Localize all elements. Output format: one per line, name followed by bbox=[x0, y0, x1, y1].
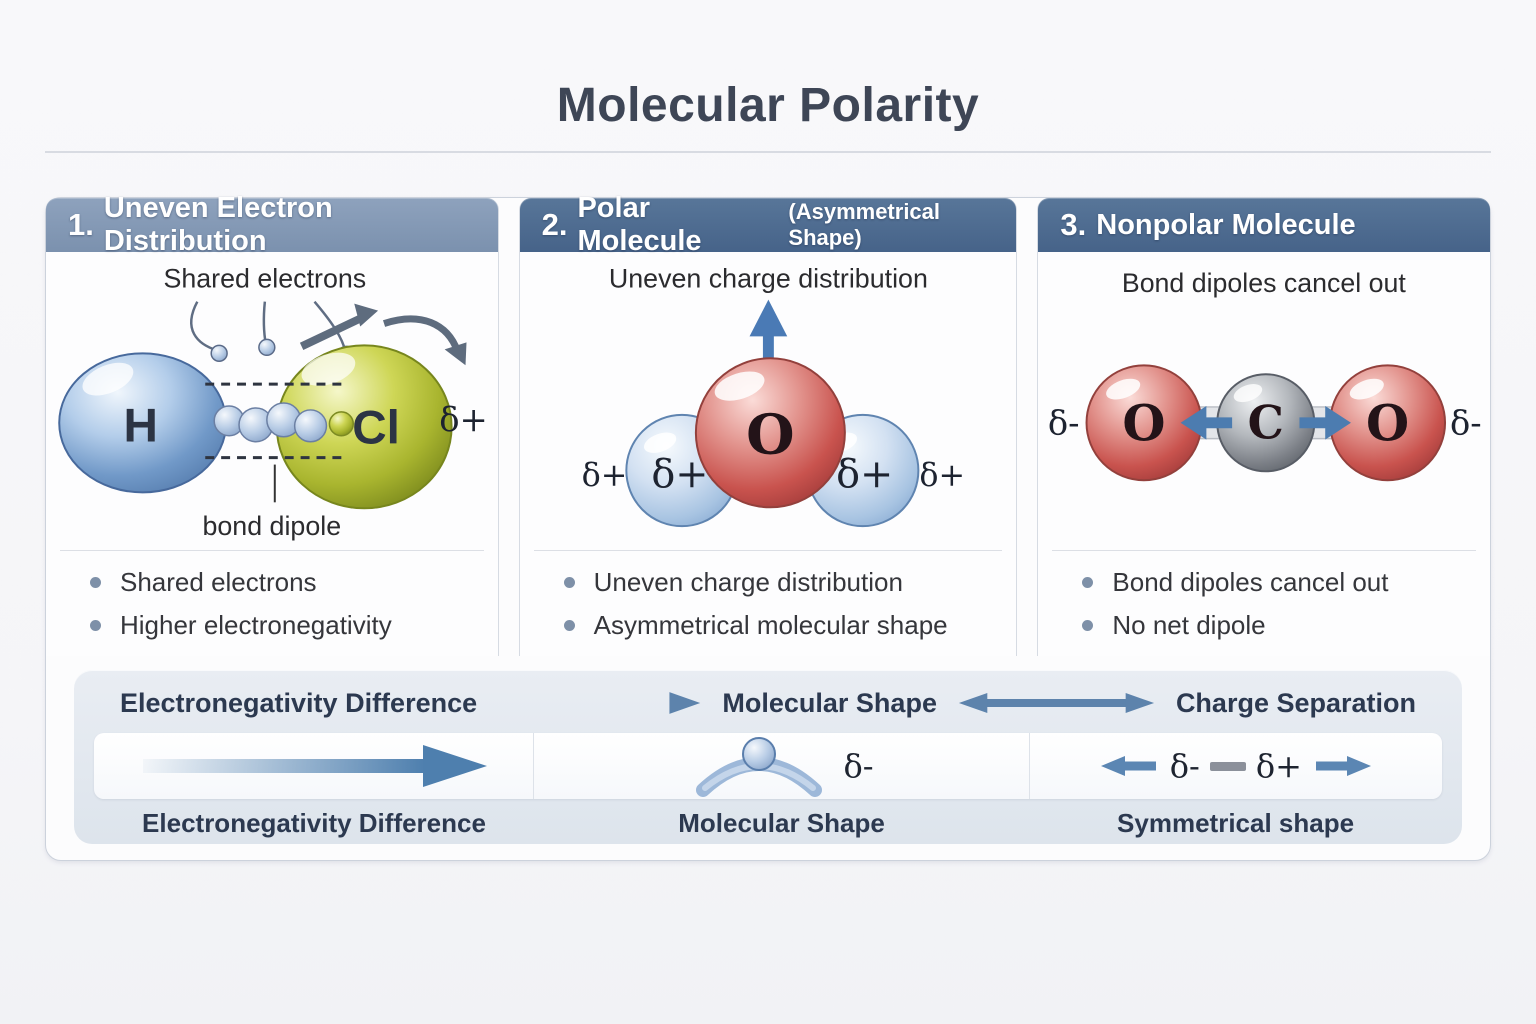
title-divider bbox=[45, 151, 1491, 153]
flow-label-electronegativity: Electronegativity Difference bbox=[120, 687, 478, 718]
charge-separation-cell: δ- δ+ bbox=[1028, 733, 1442, 799]
panel-columns: 1. Uneven Electron Distribution Shared e… bbox=[46, 192, 1490, 656]
sphere-highlight bbox=[301, 352, 356, 386]
delta-plus-outer-right: δ+ bbox=[919, 457, 965, 493]
flow-bottom-row: Electronegativity Difference Molecular S… bbox=[94, 808, 1442, 839]
delta-plus-label: δ+ bbox=[439, 400, 488, 439]
bullet-item: Shared electrons bbox=[90, 567, 488, 598]
panel-2-header: 2. Polar Molecule (Asymmetrical Shape) bbox=[519, 192, 1017, 257]
bent-shape-cell: δ- bbox=[533, 733, 1028, 799]
electron-dot bbox=[210, 344, 228, 363]
panel-2-number: 2. bbox=[541, 207, 568, 242]
panel-1-title: Uneven Electron Distribution bbox=[103, 192, 333, 257]
bullet-item: Asymmetrical molecular shape bbox=[563, 610, 1007, 641]
bullet-item: No net dipole bbox=[1082, 610, 1480, 641]
panel-1-bullets: Shared electrons Higher electronegativit… bbox=[46, 551, 498, 641]
bullet-item: Bond dipoles cancel out bbox=[1082, 567, 1480, 598]
chlorine-electron-sphere bbox=[328, 411, 355, 437]
sphere-highlight bbox=[82, 362, 134, 396]
pointer-line bbox=[190, 301, 218, 352]
sphere-highlight bbox=[1350, 378, 1385, 400]
flow-illustration-strip: δ- δ- δ+ bbox=[94, 733, 1442, 799]
gradient-arrow-icon bbox=[142, 745, 487, 787]
panel-3-number: 3. bbox=[1060, 207, 1087, 242]
left-arrow-icon bbox=[1100, 756, 1156, 776]
bullet-item: Higher electronegativity bbox=[90, 610, 488, 641]
uneven-charge-label: Uneven charge distribution bbox=[609, 264, 928, 294]
flow-top-row: Electronegativity Difference Molecular S… bbox=[94, 681, 1442, 725]
main-figure-card: 1. Uneven Electron Distribution Shared e… bbox=[45, 192, 1491, 861]
sphere-highlight bbox=[714, 371, 765, 401]
bond-dipole-label: bond dipole bbox=[202, 511, 341, 541]
shift-arrow-head bbox=[354, 303, 379, 327]
chlorine-symbol: Cl bbox=[352, 402, 400, 455]
panel-1-number: 1. bbox=[68, 207, 94, 242]
panel-3-header: 3. Nonpolar Molecule bbox=[1038, 198, 1490, 252]
oxygen-symbol: O bbox=[746, 403, 794, 468]
carbon-symbol: C bbox=[1248, 396, 1284, 450]
sphere-highlight bbox=[643, 432, 676, 453]
pointer-line bbox=[262, 301, 268, 345]
caption-molecular-shape: Molecular Shape bbox=[678, 808, 885, 838]
delta-plus-outer-left: δ+ bbox=[581, 457, 627, 493]
hcl-molecule-diagram: Shared electrons bbox=[46, 252, 498, 550]
co2-molecule-diagram: Bond dipoles cancel out O C O δ- bbox=[1038, 252, 1490, 550]
panel-3-bullets: Bond dipoles cancel out No net dipole bbox=[1038, 551, 1490, 641]
electron-dot bbox=[258, 338, 276, 357]
delta-plus-inner-right: δ+ bbox=[836, 451, 893, 497]
panel-1-header: 1. Uneven Electron Distribution bbox=[46, 192, 498, 257]
dipoles-cancel-label: Bond dipoles cancel out bbox=[1122, 268, 1406, 298]
shared-electrons-label: Shared electrons bbox=[163, 264, 366, 294]
panel-2-bullets: Uneven charge distribution Asymmetrical … bbox=[520, 551, 1017, 641]
shift-arrow-shaft bbox=[299, 314, 362, 350]
dipole-arrow-left-head bbox=[1181, 405, 1207, 440]
caption-symmetrical-shape: Symmetrical shape bbox=[1117, 808, 1355, 838]
dipole-arrow-right-head bbox=[1325, 405, 1352, 440]
net-dipole-arrow-head bbox=[749, 299, 787, 337]
sphere-highlight bbox=[1106, 378, 1141, 400]
bent-molecule-icon bbox=[696, 737, 823, 797]
right-arrow-icon bbox=[1315, 756, 1371, 776]
panel-divider bbox=[1052, 550, 1476, 551]
shared-electron-sphere bbox=[293, 409, 328, 443]
page-title: Molecular Polarity bbox=[556, 79, 980, 132]
bond-dash-icon bbox=[1209, 761, 1246, 771]
oxygen-symbol-right: O bbox=[1366, 395, 1409, 453]
panel-polar-molecule: 2. Polar Molecule (Asymmetrical Shape) U… bbox=[518, 192, 1018, 656]
concept-flow-band: Electronegativity Difference Molecular S… bbox=[74, 670, 1462, 844]
right-arrow-icon bbox=[501, 692, 701, 714]
flow-label-molecular-shape: Molecular Shape bbox=[722, 687, 937, 718]
curved-arrow-shaft bbox=[382, 315, 461, 353]
delta-minus-left: δ- bbox=[1048, 404, 1080, 443]
delta-minus-right: δ- bbox=[1450, 404, 1482, 443]
panel-2-subtitle: (Asymmetrical Shape) bbox=[788, 199, 941, 250]
hydrogen-symbol: H bbox=[123, 400, 157, 453]
sphere-highlight bbox=[1234, 384, 1263, 403]
electronegativity-gradient-cell bbox=[94, 733, 533, 799]
double-arrow-icon bbox=[958, 693, 1155, 713]
delta-minus-label: δ- bbox=[1169, 747, 1200, 785]
flow-label-charge-separation: Charge Separation bbox=[1175, 687, 1416, 718]
panel-uneven-electron-distribution: 1. Uneven Electron Distribution Shared e… bbox=[46, 192, 499, 656]
delta-plus-inner-left: δ+ bbox=[651, 451, 708, 497]
curved-arrow-head bbox=[444, 342, 467, 366]
panel-nonpolar-molecule: 3. Nonpolar Molecule Bond dipoles cancel… bbox=[1037, 198, 1490, 656]
bullet-item: Uneven charge distribution bbox=[563, 567, 1007, 598]
panel-3-title: Nonpolar Molecule bbox=[1096, 208, 1356, 241]
panel-2-title: Polar Molecule bbox=[577, 192, 702, 257]
water-molecule-diagram: Uneven charge distribution O δ+ δ+ δ+ δ+ bbox=[520, 252, 1017, 550]
delta-minus-label: δ- bbox=[843, 747, 874, 785]
panel-divider bbox=[60, 550, 484, 551]
caption-electronegativity-difference: Electronegativity Difference bbox=[142, 808, 486, 838]
delta-plus-label: δ+ bbox=[1255, 747, 1302, 785]
oxygen-symbol-left: O bbox=[1123, 395, 1166, 453]
panel-divider bbox=[533, 550, 1003, 551]
